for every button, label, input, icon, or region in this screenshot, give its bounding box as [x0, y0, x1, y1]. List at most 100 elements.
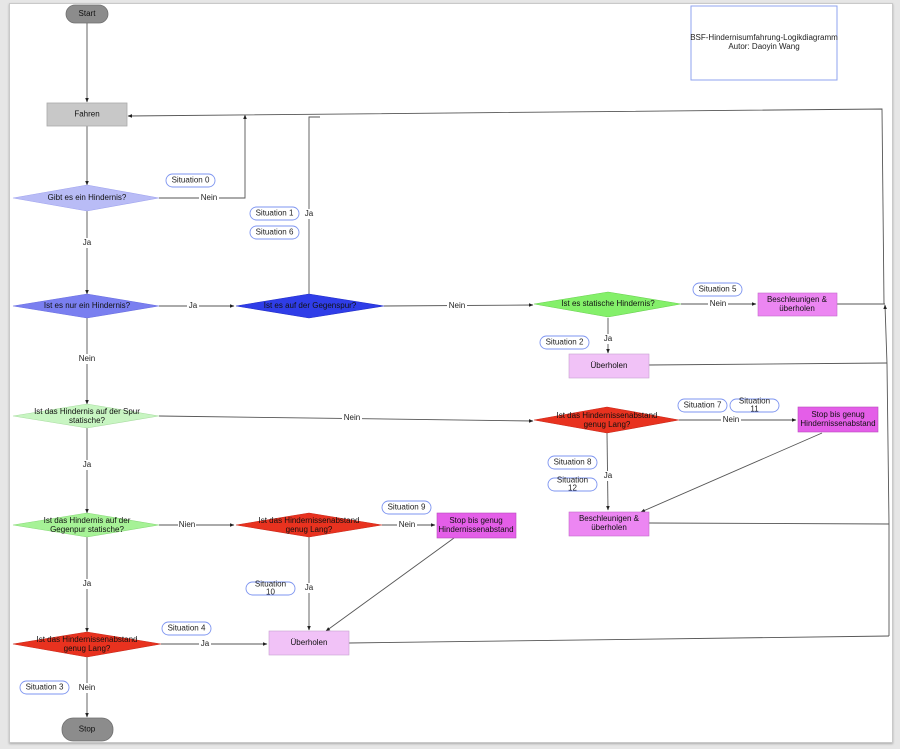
node-start[interactable]: Start — [65, 4, 109, 24]
node-abstand-1[interactable]: Ist das Hindernissenabstand genug Lang? — [533, 406, 680, 434]
edge-gegen-ja — [308, 116, 320, 294]
label-spur-ja: Ja — [83, 460, 92, 469]
title-line-1: BSF-Hindernisumfahrung-Logikdiagramm — [690, 33, 838, 42]
node-abstand-2-line2: genug Lang? — [286, 525, 333, 534]
label-nur-nein: Nein — [79, 354, 95, 363]
situation-4-label: Situation 4 — [168, 624, 206, 633]
node-abstand-3[interactable]: Ist das Hindernissenabstand genug Lang? — [12, 631, 162, 658]
node-nur-ein-hindernis[interactable]: Ist es nur ein Hindernis? — [12, 293, 160, 319]
node-nur-ein-hindernis-label: Ist es nur ein Hindernis? — [44, 301, 131, 310]
node-beschleunigen-1[interactable]: Beschleunigen & überholen — [757, 292, 838, 317]
node-gegenspur[interactable]: Ist es auf der Gegenspur? — [235, 293, 385, 319]
node-fahren-label: Fahren — [74, 110, 99, 119]
situation-2-label: Situation 2 — [546, 338, 584, 347]
label-nur-ja: Ja — [189, 301, 198, 310]
situation-8[interactable]: Situation 8 — [547, 455, 598, 470]
label-gibt-ja: Ja — [83, 238, 92, 247]
node-stop-genug-1-line2: Hindernissenabstand — [800, 419, 875, 428]
label-stat-ja: Ja — [604, 334, 613, 343]
edge-ueber1-right — [648, 362, 888, 366]
edge-stopgenug2-ueber2 — [325, 537, 455, 632]
node-beschleunigen-1-line1: Beschleunigen & — [767, 295, 828, 304]
node-stop-label: Stop — [79, 725, 96, 734]
label-abst1-ja: Ja — [604, 471, 613, 480]
node-abstand-3-line1: Ist das Hindernissenabstand — [37, 635, 138, 644]
situation-7[interactable]: Situation 7 — [677, 398, 728, 413]
situation-1-label: Situation 1 — [256, 209, 294, 218]
edge-stopgenug1-besch2 — [640, 432, 823, 513]
node-abstand-3-line2: genug Lang? — [64, 644, 111, 653]
situation-0[interactable]: Situation 0 — [165, 173, 216, 188]
label-gegen-ja: Ja — [305, 209, 314, 218]
situation-10-line1: Situation — [255, 580, 286, 589]
node-start-label: Start — [79, 9, 97, 18]
node-stop-genug-1-line1: Stop bis genug — [811, 410, 864, 419]
situation-2[interactable]: Situation 2 — [539, 335, 590, 350]
edge-gibt-nein — [159, 114, 247, 199]
situation-4[interactable]: Situation 4 — [161, 621, 212, 636]
node-abstand-1-line2: genug Lang? — [584, 420, 631, 429]
situation-10-line2: 10 — [266, 588, 275, 597]
nodes: Start Fahren Gibt es ein Hindernis? Ist … — [12, 4, 879, 742]
edge-ueber2-right — [348, 635, 890, 644]
node-stop[interactable]: Stop — [61, 717, 114, 742]
node-beschleunigen-1-line2: überholen — [779, 304, 815, 313]
node-gegenspur-label: Ist es auf der Gegenspur? — [264, 301, 357, 310]
node-gegenpur-statisch[interactable]: Ist das Hindernis auf der Gegenpur stati… — [12, 512, 160, 538]
edge-labels: Nein Ja Ja Ja Nein Nein Ja Nein Nein Nei… — [77, 193, 741, 693]
node-stop-genug-2[interactable]: Stop bis genug Hindernissenabstand — [436, 512, 517, 539]
node-gegenpur-statisch-line1: Ist das Hindernis auf der — [44, 516, 131, 525]
node-ueberholen-1[interactable]: Überholen — [568, 353, 650, 379]
situation-6-label: Situation 6 — [256, 228, 294, 237]
node-gibt-es-hindernis[interactable]: Gibt es ein Hindernis? — [12, 184, 160, 212]
situation-12-line1: Situation — [557, 476, 588, 485]
node-stop-genug-2-line2: Hindernissenabstand — [438, 525, 513, 534]
diagram-canvas: BSF-Hindernisumfahrung-Logikdiagramm Aut… — [9, 3, 893, 743]
label-stat-nein: Nein — [710, 299, 726, 308]
situation-badges: Situation 0 Situation 1 Situation 6 Situ… — [19, 173, 780, 695]
situation-1[interactable]: Situation 1 — [249, 206, 300, 221]
label-abst2-nein: Nein — [399, 520, 415, 529]
node-abstand-1-line1: Ist das Hindernissenabstand — [557, 411, 658, 420]
edge-besch2-right — [648, 522, 890, 525]
node-ueberholen-2[interactable]: Überholen — [268, 630, 350, 656]
label-gegen-nein: Nein — [449, 301, 465, 310]
situation-6[interactable]: Situation 6 — [249, 225, 300, 240]
situation-9-label: Situation 9 — [388, 503, 426, 512]
situation-3-label: Situation 3 — [26, 683, 64, 692]
node-spur-statisch-line2: statische? — [69, 416, 106, 425]
node-spur-statisch[interactable]: Ist das Hindernis auf der Spur statische… — [12, 403, 160, 429]
situation-11-line2: 11 — [750, 405, 759, 414]
label-gegenpur-nien: Nien — [179, 520, 195, 529]
situation-5-label: Situation 5 — [699, 285, 737, 294]
node-ueberholen-1-label: Überholen — [591, 361, 628, 370]
situation-9[interactable]: Situation 9 — [381, 500, 432, 515]
node-gibt-es-hindernis-label: Gibt es ein Hindernis? — [48, 193, 127, 202]
title-line-2: Autor: Daoyin Wang — [728, 42, 799, 51]
situation-12[interactable]: Situation 12 — [547, 476, 598, 493]
node-statische-hindernis[interactable]: Ist es statische Hindernis? — [533, 291, 682, 318]
flowchart: BSF-Hindernisumfahrung-Logikdiagramm Aut… — [12, 4, 890, 742]
label-abst2-ja: Ja — [305, 583, 314, 592]
situation-0-label: Situation 0 — [172, 176, 210, 185]
label-abst3-ja: Ja — [201, 639, 210, 648]
label-spur-nein: Nein — [344, 413, 360, 422]
situation-8-label: Situation 8 — [554, 458, 592, 467]
situation-11[interactable]: Situation 11 — [729, 397, 780, 414]
situation-5[interactable]: Situation 5 — [692, 282, 743, 297]
node-stop-genug-1[interactable]: Stop bis genug Hindernissenabstand — [797, 406, 879, 433]
label-abst1-nein: Nein — [723, 415, 739, 424]
situation-11-line1: Situation — [739, 397, 770, 406]
situation-10[interactable]: Situation 10 — [245, 580, 296, 597]
node-fahren[interactable]: Fahren — [46, 102, 128, 127]
node-gegenpur-statisch-line2: Gegenpur statische? — [50, 525, 124, 534]
edge-return-loop — [127, 108, 885, 305]
node-abstand-2[interactable]: Ist das Hindernissenabstand genug Lang? — [235, 512, 383, 538]
node-statische-hindernis-label: Ist es statische Hindernis? — [561, 299, 655, 308]
node-abstand-2-line1: Ist das Hindernissenabstand — [259, 516, 360, 525]
edge-right-rail — [883, 304, 890, 636]
title-box: BSF-Hindernisumfahrung-Logikdiagramm Aut… — [690, 5, 838, 81]
label-gegenpur-ja: Ja — [83, 579, 92, 588]
situation-3[interactable]: Situation 3 — [19, 680, 70, 695]
node-beschleunigen-2[interactable]: Beschleunigen & überholen — [568, 511, 650, 537]
